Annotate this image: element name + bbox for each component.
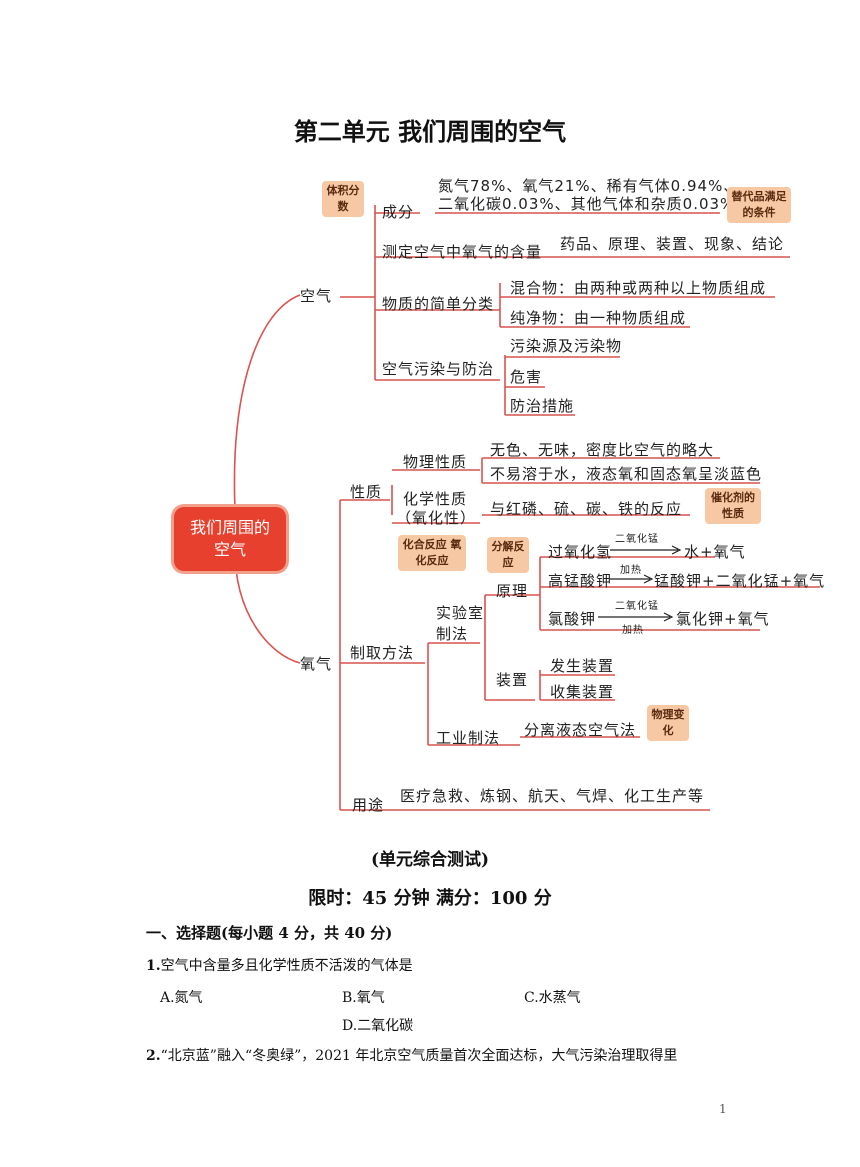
tag-volume-fraction: 体积分数: [322, 181, 364, 217]
reaction-3-arrow: [598, 612, 674, 622]
node-industrial-method: 工业制法: [436, 729, 501, 747]
section-heading: 一、选择题(每小题 4 分，共 40 分): [146, 924, 393, 942]
node-chemical-properties: 化学性质: [403, 490, 468, 508]
reaction-2-condition: 加热: [620, 565, 642, 576]
reaction-2-reactant: 高锰酸钾: [548, 572, 613, 590]
measure-detail: 药品、原理、装置、现象、结论: [560, 235, 785, 253]
chemical-oxidizing: （氧化性）: [396, 509, 477, 527]
reaction-1-product: 水+氧气: [684, 543, 746, 561]
reaction-3-condition: 加热: [622, 625, 644, 636]
tag-physical-change: 物理变化: [647, 705, 689, 741]
option-c[interactable]: C.水蒸气: [524, 990, 581, 1006]
node-air: 空气: [300, 287, 333, 305]
node-measure-oxygen: 测定空气中氧气的含量: [382, 243, 543, 261]
node-principle: 原理: [496, 582, 529, 600]
option-b[interactable]: B.氧气: [342, 990, 385, 1006]
composition-line-1: 氮气78%、氧气21%、稀有气体0.94%、: [438, 177, 740, 195]
test-time-limit: 限时：45 分钟 满分：100 分: [308, 888, 552, 909]
page-title: 第二单元 我们周围的空气: [293, 118, 567, 146]
industrial-detail: 分离液态空气法: [524, 721, 637, 739]
page-number: 1: [719, 1102, 727, 1116]
classify-mixture: 混合物：由两种或两种以上物质组成: [510, 279, 767, 297]
mind-map-center: 我们周围的空气: [174, 507, 286, 571]
reaction-3-reactant: 氯酸钾: [548, 610, 597, 628]
option-d[interactable]: D.二氧化碳: [342, 1018, 414, 1034]
reaction-2-arrow: [610, 574, 654, 584]
question-number: 1.: [146, 958, 161, 974]
classify-pure: 纯净物：由一种物质组成: [510, 309, 687, 327]
reaction-1-arrow: [610, 545, 682, 555]
node-preparation: 制取方法: [350, 644, 415, 662]
tag-catalyst: 催化剂的性质: [705, 488, 761, 524]
tag-decomposition: 分解反应: [487, 537, 529, 573]
mind-map-lines: [233, 205, 820, 811]
question-2: 2.“北京蓝”融入“冬奥绿”，2021 年北京空气质量首次全面达标，大气污染治理…: [146, 1045, 677, 1065]
reaction-3-catalyst: 二氧化锰: [615, 601, 659, 612]
pollution-item: 危害: [510, 368, 543, 386]
node-lab-method: 实验室制法: [436, 604, 485, 643]
question-text: 空气中含量多且化学性质不活泼的气体是: [160, 958, 413, 974]
reaction-1-reactant: 过氧化氢: [548, 543, 613, 561]
pollution-item: 防治措施: [510, 397, 575, 415]
test-title: (单元综合测试): [370, 850, 490, 870]
composition-line-2: 二氧化碳0.03%、其他气体和杂质0.03%: [438, 195, 736, 213]
tag-substitute-conditions: 替代品满足的条件: [727, 187, 791, 223]
question-number: 2.: [146, 1048, 161, 1064]
uses-detail: 医疗急救、炼钢、航天、气焊、化工生产等: [400, 787, 705, 805]
node-pollution: 空气污染与防治: [382, 360, 495, 378]
mind-map: 我们周围的空气 空气 体积分数 成分 氮气78%、氧气21%、稀有气体0.94%…: [160, 165, 850, 825]
chemical-detail: 与红磷、硫、碳、铁的反应: [490, 500, 683, 518]
option-a[interactable]: A.氮气: [160, 990, 203, 1006]
apparatus-generator: 发生装置: [550, 657, 615, 675]
node-composition: 成分: [382, 203, 415, 221]
physical-line-1: 无色、无味，密度比空气的略大: [490, 441, 715, 459]
node-apparatus: 装置: [496, 671, 529, 689]
node-properties: 性质: [350, 483, 383, 501]
question-text: “北京蓝”融入“冬奥绿”，2021 年北京空气质量首次全面达标，大气污染治理取得…: [160, 1048, 678, 1064]
apparatus-collector: 收集装置: [550, 683, 615, 701]
node-physical-properties: 物理性质: [403, 453, 468, 471]
reaction-2-product: 锰酸钾+二氧化锰+氧气: [654, 572, 826, 590]
node-classify: 物质的简单分类: [382, 295, 495, 313]
tag-reaction-types: 化合反应 氧化反应: [398, 535, 466, 571]
node-uses: 用途: [352, 796, 385, 814]
physical-line-2: 不易溶于水，液态氧和固态氧呈淡蓝色: [490, 465, 763, 483]
reaction-1-catalyst: 二氧化锰: [615, 534, 659, 545]
node-oxygen: 氧气: [300, 655, 333, 673]
pollution-item: 污染源及污染物: [510, 337, 623, 355]
reaction-3-product: 氯化钾+氧气: [676, 610, 770, 628]
question-1: 1.空气中含量多且化学性质不活泼的气体是: [146, 955, 413, 975]
